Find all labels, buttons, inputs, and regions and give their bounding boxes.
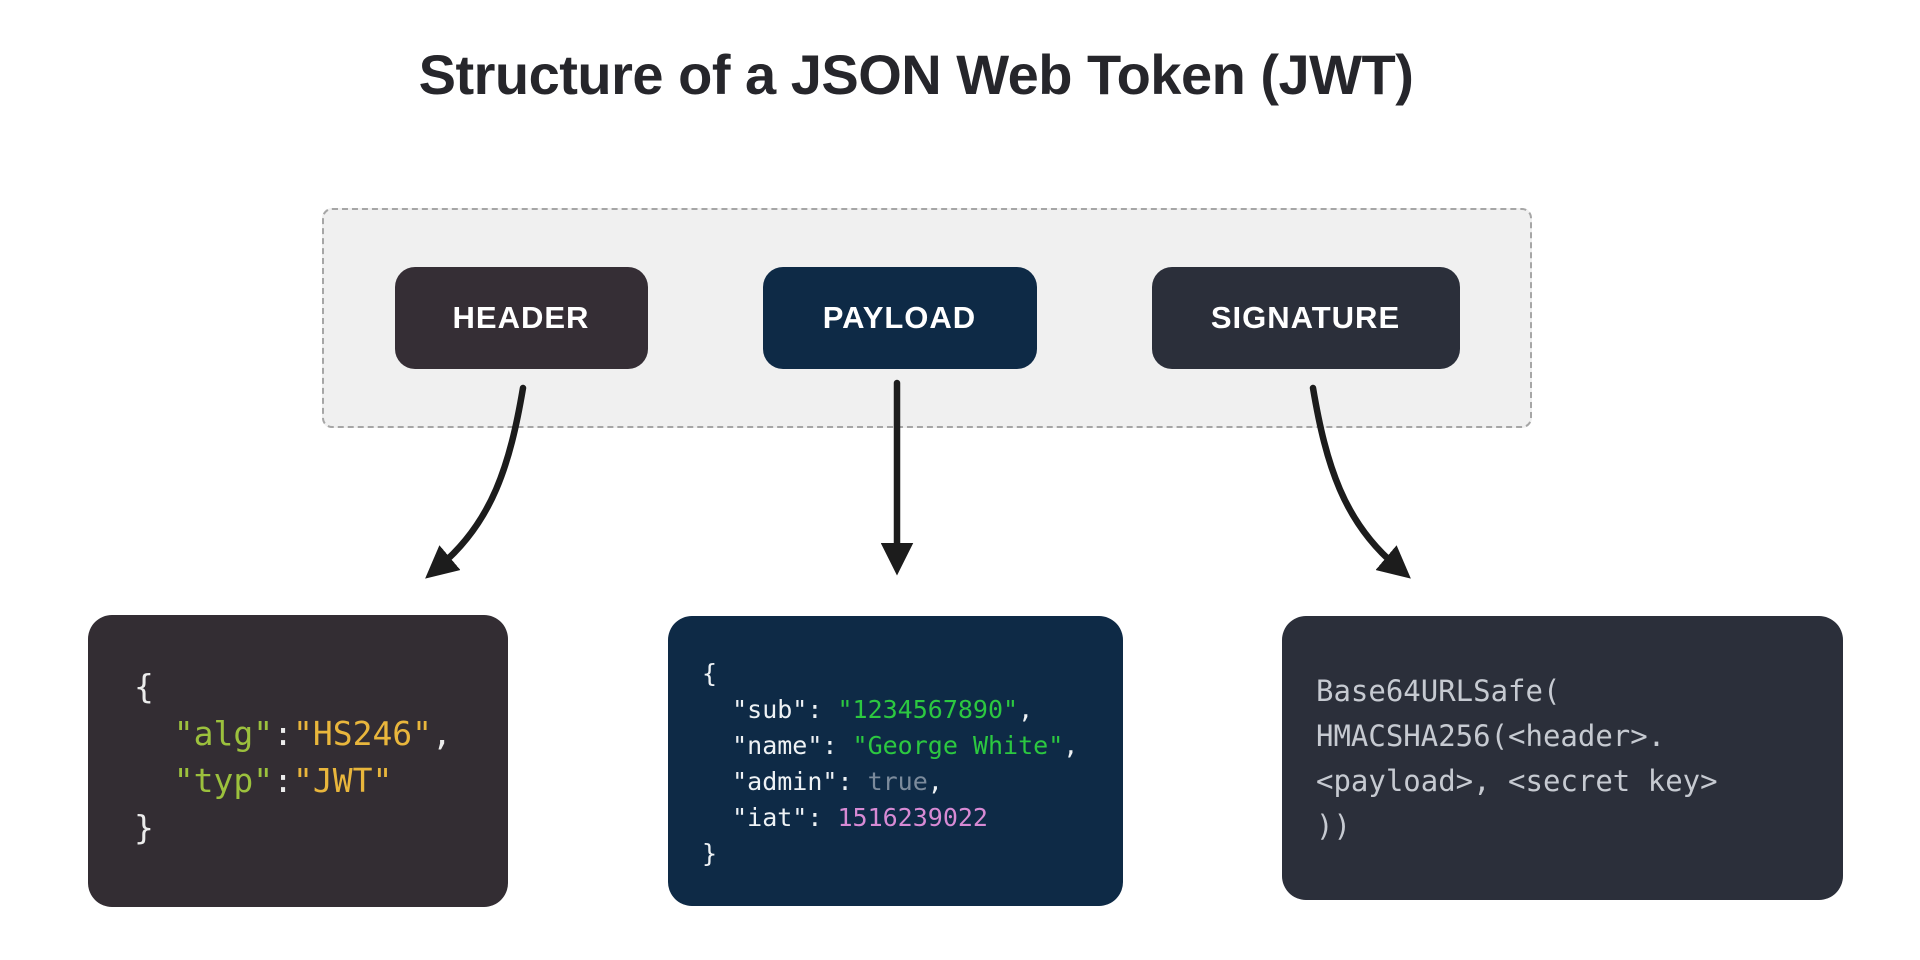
diagram-title: Structure of a JSON Web Token (JWT) (418, 43, 1414, 106)
code-line: "iat": 1516239022 (702, 803, 988, 832)
jwt-part-signature: SIGNATURE (1151, 267, 1460, 369)
code-line: { (702, 659, 718, 688)
code-line: "admin": true, (702, 767, 943, 796)
header-code-block: { "alg":"HS246", "typ":"JWT"} (88, 615, 508, 907)
code-line: )) (1316, 809, 1351, 843)
payload-code-block: { "sub": "1234567890", "name": "George W… (668, 616, 1123, 906)
jwt-part-payload: PAYLOAD (762, 267, 1037, 369)
code-line: "sub": "1234567890", (702, 695, 1034, 724)
code-line: } (702, 839, 718, 868)
signature-code-block: Base64URLSafe( HMACSHA256(<header>. <paylo… (1282, 616, 1843, 900)
code-line: "alg":"HS246", (173, 714, 452, 753)
code-line: } (134, 808, 154, 847)
code-line: <payload>, <secret key> (1316, 764, 1718, 798)
jwt-part-header: HEADER (394, 267, 648, 369)
code-line: Base64URLSafe( (1316, 674, 1561, 708)
code-line: HMACSHA256(<header>. (1316, 719, 1666, 753)
code-line: "typ":"JWT" (173, 761, 393, 800)
code-line: { (134, 667, 154, 706)
jwt-token-container: HEADER PAYLOAD SIGNATURE (322, 208, 1532, 428)
code-line: "name": "George White", (702, 731, 1079, 760)
